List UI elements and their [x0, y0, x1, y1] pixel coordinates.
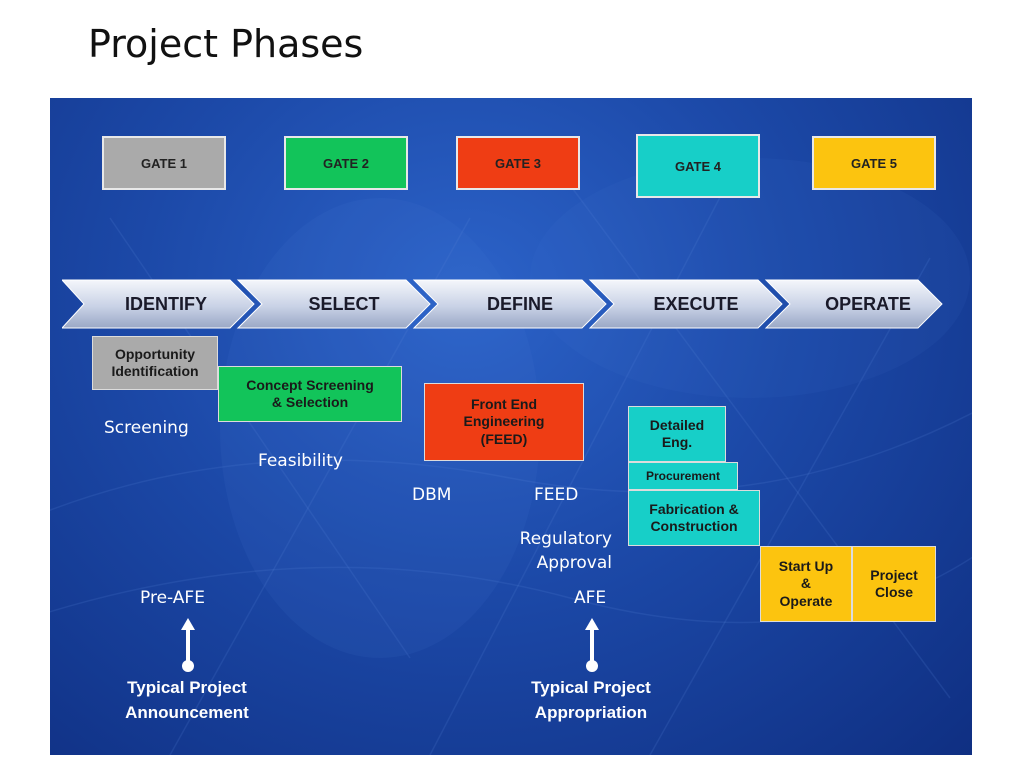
gate-1: GATE 1 [102, 136, 226, 190]
phase-operate: OPERATE [825, 293, 911, 314]
gate-2-label: GATE 2 [323, 155, 369, 171]
feasibility-label: Feasibility [258, 451, 343, 471]
opportunity-identification-box: Opportunity Identification [92, 336, 218, 390]
gate-4: GATE 4 [636, 134, 760, 198]
start-up-operate-box: Start Up & Operate [760, 546, 852, 622]
feed-label: FEED [534, 485, 579, 505]
gate-3: GATE 3 [456, 136, 580, 190]
phase-chevron-strip [62, 279, 943, 329]
typical-project-announcement-label: Typical Project Announcement [125, 678, 249, 722]
screening-label: Screening [104, 418, 189, 438]
phase-chevron-identify [62, 279, 255, 329]
pre-afe-arrow [181, 618, 195, 672]
regulatory-approval-label: Regulatory Approval [519, 529, 612, 573]
phase-select: SELECT [308, 293, 380, 314]
phase-chevron-operate [764, 279, 943, 329]
gate-1-label: GATE 1 [141, 155, 187, 171]
gate-2: GATE 2 [284, 136, 408, 190]
pre-afe-label: Pre-AFE [140, 588, 205, 608]
feed-box: Front End Engineering (FEED) [424, 383, 584, 461]
fabrication-construction-box: Fabrication & Construction [628, 490, 760, 546]
phase-chevron-define [412, 279, 607, 329]
gate-5-label: GATE 5 [851, 155, 897, 171]
afe-arrow [585, 618, 599, 672]
concept-screening-box: Concept Screening & Selection [218, 366, 402, 422]
phase-identify: IDENTIFY [124, 293, 207, 314]
page-title: Project Phases [88, 22, 364, 66]
gate-5: GATE 5 [812, 136, 936, 190]
phase-define: DEFINE [486, 293, 553, 314]
detailed-eng-box: Detailed Eng. [628, 406, 726, 462]
gate-4-label: GATE 4 [675, 158, 721, 174]
afe-label: AFE [574, 588, 607, 608]
dbm-label: DBM [412, 485, 452, 505]
procurement-box: Procurement [628, 462, 738, 490]
phase-chevron-select [236, 279, 431, 329]
project-close-box: Project Close [852, 546, 936, 622]
phase-execute: EXECUTE [653, 293, 739, 314]
gate-3-label: GATE 3 [495, 155, 541, 171]
diagram-canvas: GATE 1 GATE 2 GATE 3 GATE 4 GATE 5 IDENT… [50, 98, 972, 755]
phase-chevron-execute [588, 279, 783, 329]
typical-project-appropriation-label: Typical Project Appropriation [531, 678, 651, 722]
